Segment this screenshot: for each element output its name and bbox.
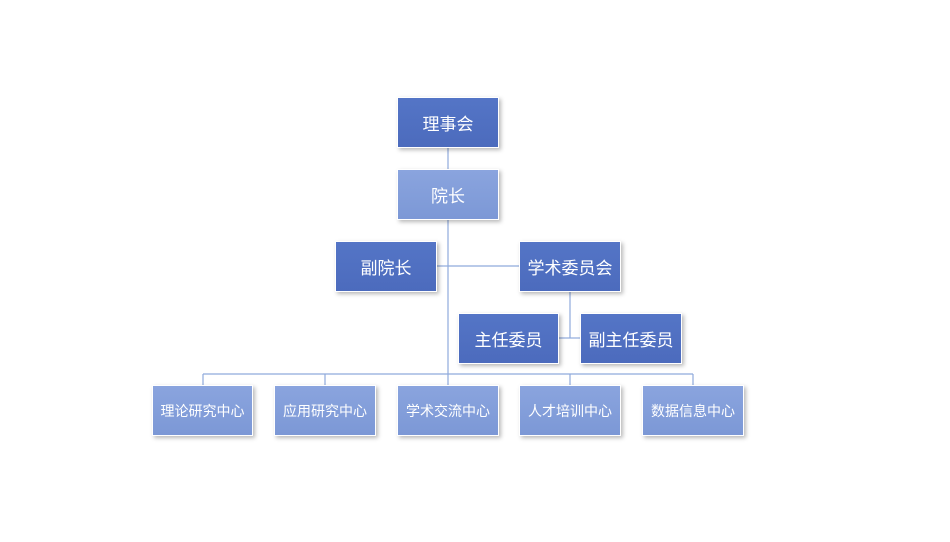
center-label: 学术交流中心 (406, 403, 490, 420)
center-node: 人才培训中心 (519, 385, 621, 436)
academic-committee-label: 学术委员会 (527, 259, 613, 279)
center-label: 应用研究中心 (283, 403, 367, 420)
board-label: 理事会 (422, 115, 474, 135)
president-node: 院长 (397, 169, 499, 220)
center-label: 数据信息中心 (651, 403, 735, 420)
academic-committee-node: 学术委员会 (519, 241, 621, 292)
director-node: 主任委员 (458, 313, 559, 364)
center-node: 学术交流中心 (397, 385, 499, 436)
center-label: 人才培训中心 (528, 403, 612, 420)
vice-director-node: 副主任委员 (580, 313, 682, 364)
center-node: 应用研究中心 (274, 385, 376, 436)
vice-president-label: 副院长 (360, 259, 412, 279)
president-label: 院长 (431, 187, 465, 207)
center-label: 理论研究中心 (160, 403, 245, 420)
vice-president-node: 副院长 (335, 241, 437, 292)
board-node: 理事会 (397, 97, 499, 148)
center-node: 理论研究中心 (152, 385, 253, 436)
director-label: 主任委员 (474, 331, 543, 351)
center-node: 数据信息中心 (642, 385, 744, 436)
vice-director-label: 副主任委员 (588, 331, 674, 351)
